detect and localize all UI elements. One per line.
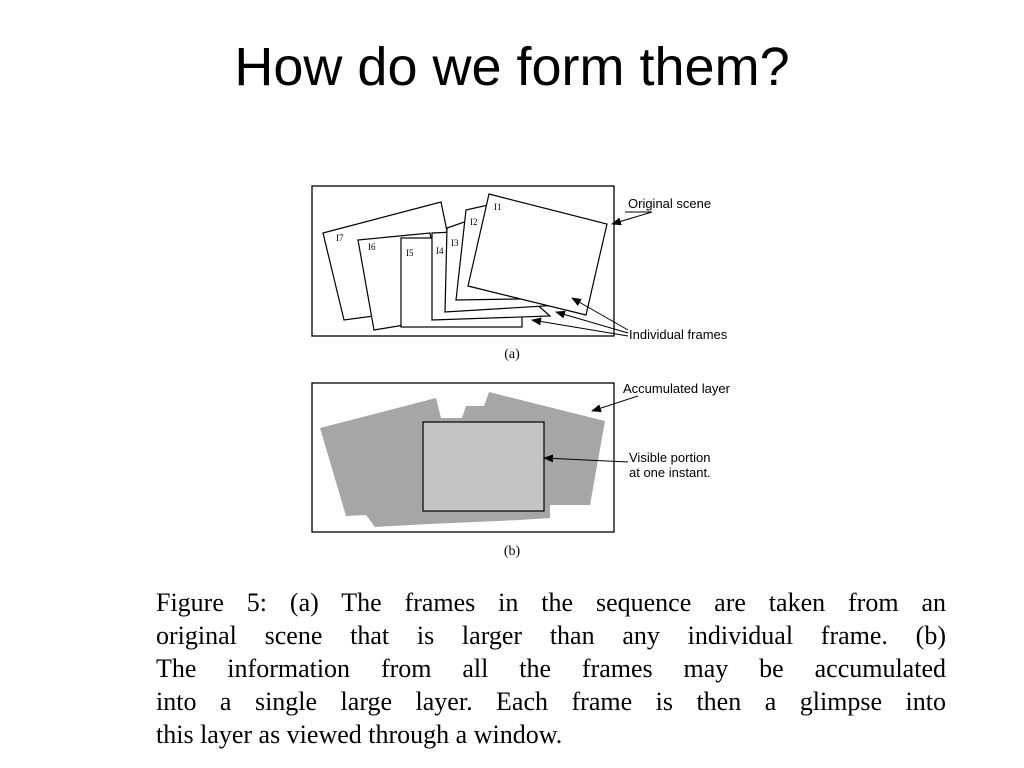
- frame-label-i3: I3: [451, 238, 459, 248]
- arrow-accumulated-layer: [591, 395, 639, 413]
- panel-a: I1 I2 I3 I4 I5 I6 I7 Original scene Indi…: [311, 185, 728, 362]
- caption-line-3: The information from all the frames may …: [156, 654, 946, 683]
- slide-title: How do we form them?: [234, 37, 790, 97]
- panel-b-label: (b): [504, 544, 521, 559]
- panel-a-label: (a): [504, 347, 520, 362]
- arrow-original-scene: [611, 211, 653, 226]
- arrow-frame-2: [555, 310, 629, 334]
- caption-line-2: original scene that is larger than any i…: [156, 621, 946, 650]
- caption-line-5: this layer as viewed through a window.: [156, 720, 563, 749]
- label-accumulated-layer: Accumulated layer: [623, 381, 731, 396]
- figure-caption: Figure 5: (a) The frames in the sequence…: [156, 586, 946, 751]
- frame-i1: [467, 193, 608, 316]
- label-visible-portion-1: Visible portion: [629, 450, 710, 465]
- frame-label-i7: I7: [336, 233, 344, 243]
- frame-label-i4: I4: [436, 246, 444, 256]
- label-individual-frames: Individual frames: [629, 327, 728, 342]
- caption-line-4: into a single large layer. Each frame is…: [156, 687, 946, 716]
- arrow-frame-3: [531, 317, 629, 337]
- frame-label-i5: I5: [406, 248, 414, 258]
- visible-window: [422, 421, 545, 512]
- frame-label-i6: I6: [368, 242, 376, 252]
- frame-label-i2: I2: [470, 217, 478, 227]
- arrow-visible-portion: [543, 454, 629, 463]
- label-original-scene: Original scene: [628, 196, 711, 211]
- arrow-frame-1: [571, 297, 629, 331]
- caption-line-1: Figure 5: (a) The frames in the sequence…: [156, 588, 946, 617]
- label-visible-portion-2: at one instant.: [629, 465, 711, 480]
- frame-label-i1: I1: [494, 202, 502, 212]
- panel-b: Accumulated layer Visible portion at one…: [311, 381, 731, 559]
